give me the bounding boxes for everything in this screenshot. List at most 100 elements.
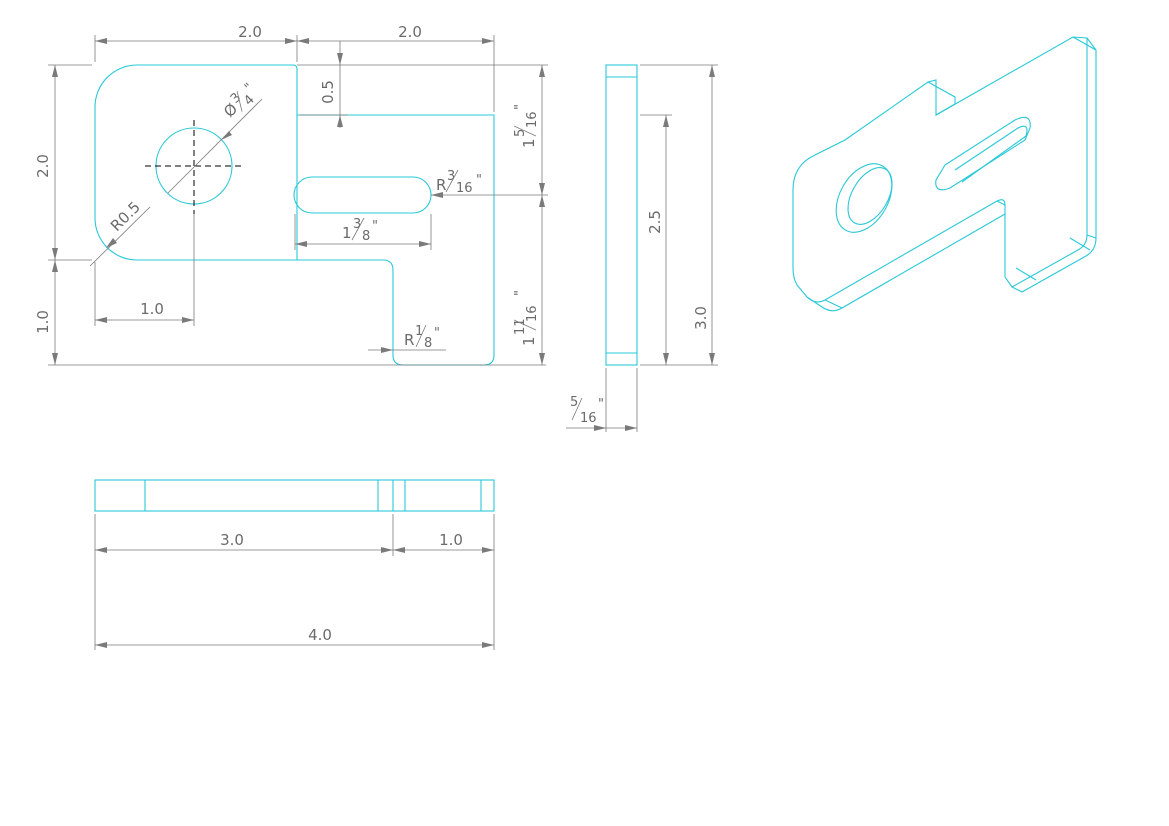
iso-step-edge — [996, 200, 1006, 206]
arrow-hole-diameter — [221, 131, 232, 140]
arrow-hole-offset-1 — [95, 317, 107, 323]
iso-edge-e — [1015, 267, 1037, 281]
arrow-top-1 — [95, 38, 107, 44]
arrow-side-total-2 — [709, 353, 715, 365]
arrow-right-2 — [539, 183, 545, 195]
side-view-dimensions: 2.5 3.0 5 16 " — [566, 64, 718, 432]
arrow-slot-1 — [295, 241, 307, 247]
arrow-bottom-4 — [482, 547, 494, 553]
bottom-view-dimensions: 3.0 1.0 4.0 — [94, 514, 495, 650]
iso-thickness-edge-right — [1011, 36, 1097, 293]
arrow-thickness-1 — [594, 425, 606, 431]
svg-text:5: 5 — [513, 129, 528, 137]
iso-top-face — [792, 36, 1088, 303]
dim-side-total-label: 3.0 — [692, 306, 710, 330]
arrow-side-inner-1 — [663, 115, 669, 127]
iso-thickness-edge-bottom — [806, 213, 1006, 312]
iso-edge-a — [1086, 37, 1097, 51]
slot-length-label: 1 3 8 " — [342, 217, 378, 244]
svg-text:8: 8 — [424, 336, 432, 351]
svg-text:16: 16 — [525, 305, 540, 322]
svg-text:1: 1 — [520, 138, 538, 148]
iso-slot-inner — [954, 125, 1028, 183]
side-view-outline — [605, 64, 638, 366]
svg-text:16: 16 — [525, 111, 540, 128]
arrow-slot-radius — [431, 192, 443, 198]
arrow-left-4 — [52, 353, 58, 365]
dim-bottom-left-label: 3.0 — [220, 531, 244, 549]
svg-text:": " — [242, 81, 257, 96]
dim-bottom-right-label: 1.0 — [439, 531, 463, 549]
slot — [293, 176, 432, 214]
hole-diameter-label: Ø 3 4 " — [220, 81, 258, 121]
tab-radius-label: R 1 8 " — [404, 324, 440, 351]
iso-hole-inner — [847, 167, 893, 225]
arrow-left-1 — [52, 65, 58, 77]
arrow-corner-radius — [106, 238, 117, 248]
dim-hole-offset-label: 1.0 — [140, 300, 164, 318]
dim-corner-radius-label: R0.5 — [107, 198, 144, 235]
dim-left-upper-label: 2.0 — [34, 154, 52, 178]
svg-text:": " — [372, 219, 378, 234]
bottom-view — [94, 479, 495, 512]
arrow-notch-2 — [337, 115, 343, 127]
svg-text:5: 5 — [570, 395, 578, 410]
arrow-bottom-1 — [95, 547, 107, 553]
dim-right-lower-label: 1 11 16 " — [513, 290, 540, 346]
iso-edge-d — [1069, 237, 1091, 251]
arrow-right-1 — [539, 65, 545, 77]
arrow-top-3 — [297, 38, 309, 44]
arrow-right-4 — [539, 353, 545, 365]
isometric-view — [792, 36, 1097, 312]
arrow-side-inner-2 — [663, 353, 669, 365]
arrow-tab-radius — [381, 347, 393, 353]
bottom-view-outline — [94, 479, 495, 512]
dim-bottom-total-label: 4.0 — [308, 626, 332, 644]
svg-text:8: 8 — [362, 229, 370, 244]
iso-edge-c — [824, 299, 843, 309]
dim-notch-label: 0.5 — [319, 80, 337, 104]
svg-text:R: R — [436, 176, 446, 194]
svg-text:R: R — [404, 331, 414, 349]
iso-edge-b — [1086, 234, 1097, 239]
dim-left-lower-label: 1.0 — [34, 310, 52, 334]
svg-text:": " — [513, 290, 528, 296]
front-view — [94, 64, 495, 366]
leader-hole-diameter — [167, 98, 263, 194]
svg-text:3: 3 — [353, 217, 361, 232]
dim-right-upper-label: 1 5 16 " — [513, 104, 540, 148]
arrow-slot-2 — [419, 241, 431, 247]
arrow-right-3 — [539, 195, 545, 207]
thickness-label: 5 16 " — [570, 395, 604, 426]
iso-hole-outer — [835, 163, 893, 233]
arrow-left-3 — [52, 260, 58, 272]
svg-text:16: 16 — [456, 181, 473, 196]
dim-top-right-label: 2.0 — [398, 23, 422, 41]
iso-notch-edge — [927, 81, 956, 116]
svg-text:": " — [598, 397, 604, 412]
arrow-bottom-total-1 — [95, 642, 107, 648]
side-view — [605, 64, 638, 366]
svg-text:": " — [434, 326, 440, 341]
arrow-notch-1 — [337, 53, 343, 65]
arrow-bottom-3 — [393, 547, 405, 553]
arrow-bottom-2 — [381, 547, 393, 553]
svg-text:": " — [476, 173, 482, 188]
slot-radius-label: R 3 16 " — [436, 169, 482, 196]
dim-side-inner-label: 2.5 — [646, 210, 664, 234]
svg-text:3: 3 — [447, 169, 455, 184]
arrow-bottom-total-2 — [482, 642, 494, 648]
arrow-top-4 — [482, 38, 494, 44]
arrow-left-2 — [52, 248, 58, 260]
arrow-hole-offset-2 — [182, 317, 194, 323]
arrow-side-total-1 — [709, 65, 715, 77]
svg-text:1: 1 — [415, 324, 423, 339]
arrow-thickness-2 — [625, 425, 637, 431]
leader-corner-radius — [89, 206, 151, 267]
arrow-top-2 — [285, 38, 297, 44]
dim-top-left-label: 2.0 — [238, 23, 262, 41]
svg-text:4: 4 — [241, 92, 257, 108]
svg-text:16: 16 — [580, 411, 597, 426]
iso-slot-outer — [935, 116, 1031, 191]
